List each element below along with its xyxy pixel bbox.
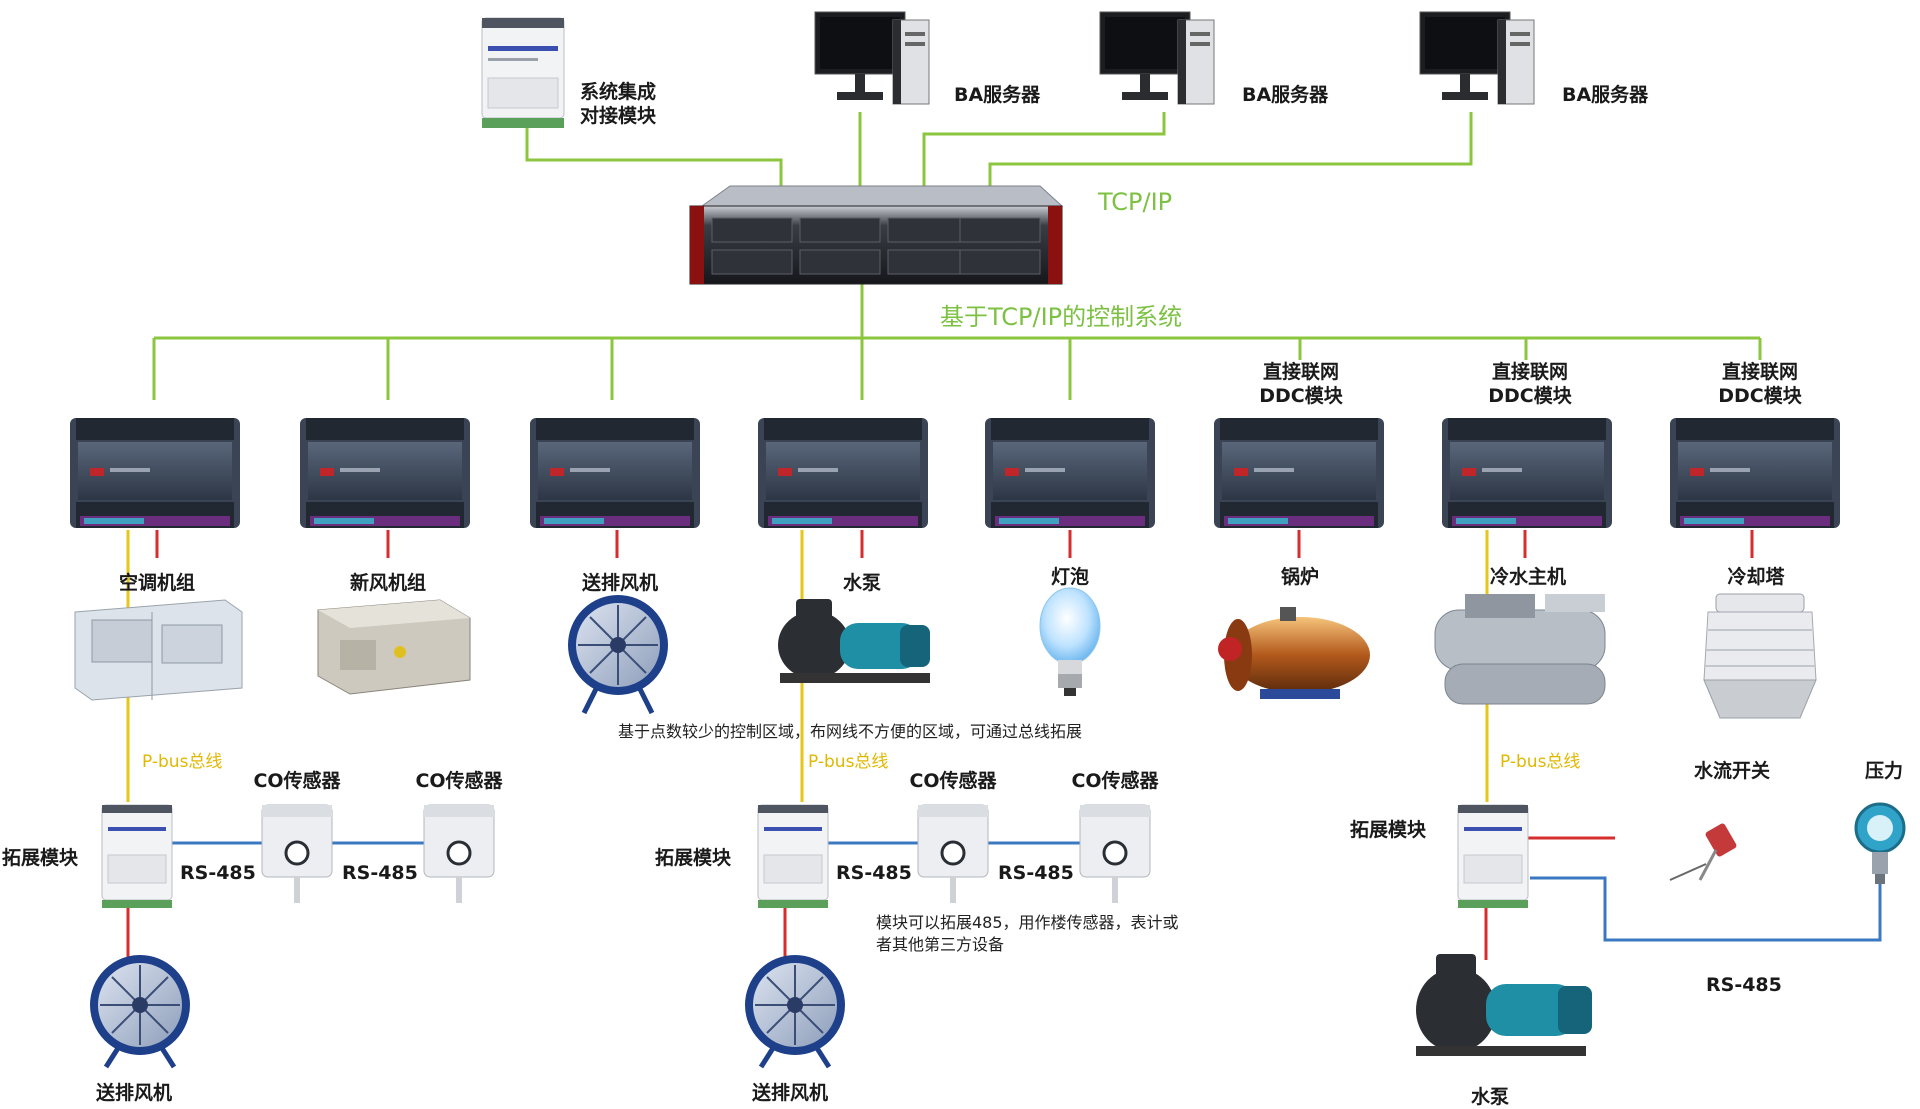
co-sensor-4 (1079, 804, 1151, 903)
cooling-tower-label: 冷却塔 (1727, 566, 1785, 588)
expansion-module-2 (757, 804, 829, 908)
ddc-header-3: 直接联网 DDC模块 (1718, 361, 1802, 407)
ahu-unit-image (74, 599, 243, 701)
exhaust-fan-image-3 (745, 955, 845, 1069)
ba-server-label-1: BA服务器 (954, 84, 1041, 106)
ahu-label: 空调机组 (118, 572, 196, 594)
ddc-header-1: 直接联网 DDC模块 (1259, 361, 1343, 407)
fresh-air-unit-image (317, 599, 471, 695)
co-sensor-label-1: CO传感器 (253, 770, 341, 792)
co-sensor-3 (917, 804, 989, 903)
ba-server-computer-2 (1099, 11, 1215, 105)
ddc-controller-7 (1442, 418, 1612, 528)
integration-module-device (481, 17, 565, 128)
ethernet-top-lines (152, 112, 1762, 400)
ddc-controller-3 (530, 418, 700, 528)
ddc-controller-5 (985, 418, 1155, 528)
rs485-label-3: RS-485 (836, 862, 912, 884)
bus-expansion-note: 基于点数较少的控制区域，布网线不方便的区域，可通过总线拓展 (618, 722, 1083, 741)
chiller-image (1434, 594, 1606, 705)
pressure-label: 压力 (1864, 760, 1904, 782)
exhaust-fan-image-2 (90, 955, 190, 1069)
pbus-label-2: P-bus总线 (808, 752, 889, 772)
ba-server-label-2: BA服务器 (1242, 84, 1329, 106)
water-pump-image-1 (778, 599, 930, 683)
light-bulb-image (1039, 587, 1101, 696)
rs485-label-2: RS-485 (342, 862, 418, 884)
expansion-module-1 (101, 804, 173, 908)
io-lines (126, 530, 1754, 960)
ddc-controller-4 (758, 418, 928, 528)
co-sensor-label-2: CO传感器 (415, 770, 503, 792)
ba-server-computer-1 (814, 11, 930, 105)
tcpip-label: TCP/IP (1098, 188, 1173, 216)
flow-switch-label: 水流开关 (1693, 760, 1771, 782)
water-pump-image-2 (1416, 954, 1592, 1056)
expansion-module-label-3: 拓展模块 (1350, 819, 1427, 841)
ddc-controller-2 (300, 418, 470, 528)
co-sensor-label-4: CO传感器 (1071, 770, 1159, 792)
flow-switch-image (1669, 823, 1737, 881)
pbus-label-3: P-bus总线 (1500, 752, 1581, 772)
ddc-controller-1 (70, 418, 240, 528)
pump-label-2: 水泵 (1470, 1086, 1510, 1108)
chiller-label: 冷水主机 (1489, 566, 1567, 588)
fan-label-2: 送排风机 (95, 1082, 173, 1104)
central-server-rack (689, 185, 1064, 285)
boiler-image (1218, 607, 1370, 699)
co-sensor-1 (261, 804, 333, 903)
boiler-label: 锅炉 (1280, 566, 1320, 588)
ba-server-label-3: BA服务器 (1562, 84, 1649, 106)
rs485-label-1: RS-485 (180, 862, 256, 884)
pbus-label-1: P-bus总线 (142, 752, 223, 772)
ba-server-computer-3 (1419, 11, 1535, 105)
ddc-header-2: 直接联网 DDC模块 (1488, 361, 1572, 407)
rs485-label-5: RS-485 (1706, 974, 1782, 996)
cooling-tower-image (1703, 593, 1817, 719)
integration-module-label: 系统集成 对接模块 (580, 81, 657, 127)
fresh-air-label: 新风机组 (349, 572, 427, 594)
pressure-transmitter-image (1854, 802, 1906, 884)
expansion-module-label-2: 拓展模块 (655, 847, 732, 869)
expansion-module-3 (1457, 804, 1529, 908)
ddc-controller-6 (1214, 418, 1384, 528)
fan-label-1: 送排风机 (581, 572, 659, 594)
control-system-label: 基于TCP/IP的控制系统 (940, 303, 1183, 331)
pump-label-1: 水泵 (842, 572, 882, 594)
co-sensor-label-3: CO传感器 (909, 770, 997, 792)
fan-label-3: 送排风机 (751, 1082, 829, 1104)
co-sensor-2 (423, 804, 495, 903)
ddc-controller-row (70, 418, 1840, 528)
expansion-module-label-1: 拓展模块 (2, 847, 79, 869)
ddc-controller-8 (1670, 418, 1840, 528)
exhaust-fan-image-1 (568, 595, 668, 715)
lamp-label: 灯泡 (1050, 566, 1090, 588)
rs485-label-4: RS-485 (998, 862, 1074, 884)
rs485-expansion-note: 模块可以拓展485，用作楼传感器，表计或 者其他第三方设备 (876, 913, 1179, 954)
